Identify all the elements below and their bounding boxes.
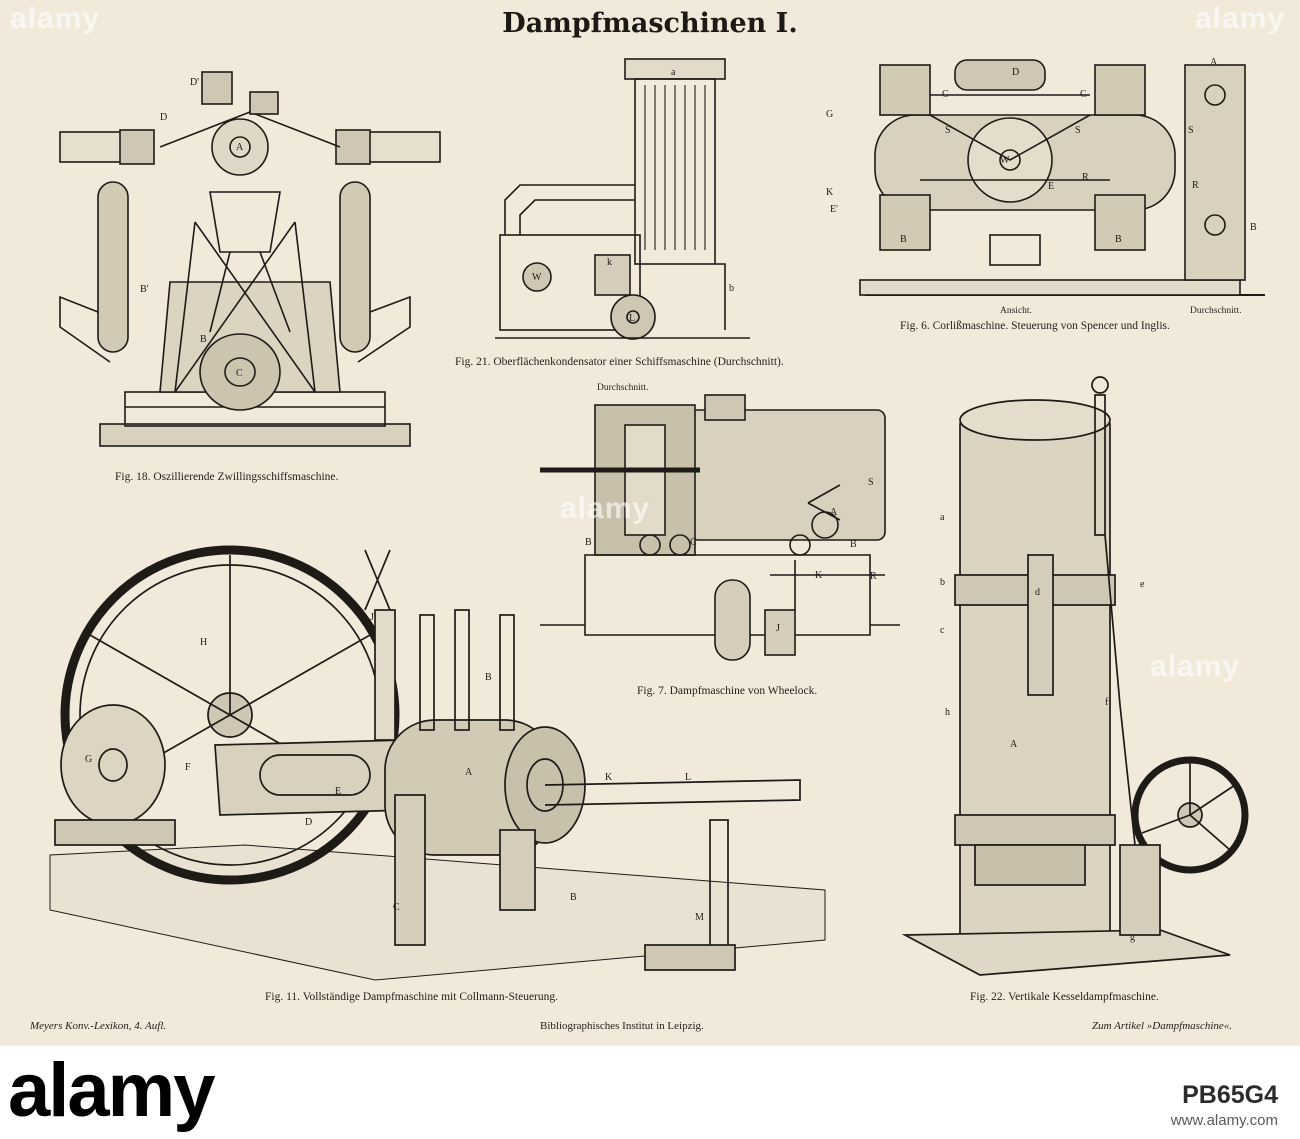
fig21-label-w: W	[532, 272, 542, 283]
fig6-label-e-prime: E'	[830, 204, 838, 215]
figure-11-collmann-engine: H J B G F E D A K L C B M	[49, 545, 826, 981]
fig11-label-k: K	[605, 772, 613, 783]
stock-image-id: PB65G4	[1182, 1081, 1278, 1109]
fig22-label-a: a	[940, 512, 945, 523]
figure-6-corliss-engine: G C D C S S W K E R E' B B A S R B	[826, 57, 1265, 296]
fig6-label-c-left: C	[942, 89, 949, 100]
fig18-label-b-prime: B'	[140, 284, 149, 295]
fig22-label-f: f	[1105, 697, 1109, 708]
fig18-label-b: B	[200, 334, 207, 345]
fig11-label-h: H	[200, 637, 207, 648]
fig22-label-e: e	[1140, 579, 1145, 590]
fig11-label-m: M	[695, 912, 704, 923]
fig11-label-b-top: B	[485, 672, 492, 683]
fig11-caption: Fig. 11. Vollständige Dampfmaschine mit …	[265, 991, 559, 1003]
fig21-label-b: b	[729, 283, 734, 294]
fig6-label-s-left: S	[945, 125, 951, 136]
fig7-label-r: R	[870, 571, 877, 582]
engraving-plate: Dampfmaschinen I.	[0, 0, 1300, 1046]
fig7-label-j: J	[776, 623, 780, 634]
fig21-label-l: L	[629, 313, 635, 324]
fig11-label-d: D	[305, 817, 312, 828]
fig6-label-b-right: B	[1115, 234, 1122, 245]
fig7-label-c: C	[690, 537, 697, 548]
fig21-label-a: a	[671, 67, 676, 78]
fig7-label-k: K	[815, 570, 823, 581]
fig11-label-e: E	[335, 786, 341, 797]
watermark-right: alamy	[1150, 650, 1241, 683]
alamy-logo: alamy	[8, 1048, 215, 1133]
fig6-label-c-right: C	[1080, 89, 1087, 100]
fig18-label-c: C	[236, 368, 243, 379]
fig11-label-b-bottom: B	[570, 892, 577, 903]
fig6-label-b-left: B	[900, 234, 907, 245]
figure-21-surface-condenser: a k W L b	[495, 58, 750, 340]
stock-url[interactable]: www.alamy.com	[1170, 1112, 1278, 1129]
fig18-label-d: D	[160, 112, 167, 123]
fig11-label-l: L	[685, 772, 691, 783]
fig11-label-f: F	[185, 762, 191, 773]
fig7-sub-durchschnitt: Durchschnitt.	[597, 383, 649, 393]
fig18-caption: Fig. 18. Oszillierende Zwillingsschiffsm…	[115, 471, 339, 483]
fig6-label-s-right: S	[1075, 125, 1081, 136]
fig21-caption: Fig. 21. Oberflächenkondensator einer Sc…	[455, 356, 784, 368]
fig18-label-d-prime: D'	[190, 77, 199, 88]
fig22-caption: Fig. 22. Vertikale Kesseldampfmaschine.	[970, 991, 1159, 1003]
watermark-top-left: alamy	[10, 2, 101, 35]
fig6-label-a: A	[1210, 57, 1218, 68]
fig11-label-j: J	[370, 612, 374, 623]
fig22-label-b: b	[940, 577, 945, 588]
fig6-sub-durchschnitt: Durchschnitt.	[1190, 306, 1242, 316]
fig11-label-c: C	[393, 902, 400, 913]
fig6-label-e: E	[1048, 181, 1054, 192]
footer-article-ref: Zum Artikel »Dampfmaschine«.	[1092, 1020, 1233, 1032]
fig6-label-g: G	[826, 109, 833, 120]
fig21-label-k: k	[607, 257, 612, 268]
footer-publisher-center: Bibliographisches Institut in Leipzig.	[540, 1020, 704, 1032]
fig7-label-b-left: B	[585, 537, 592, 548]
fig22-label-a-upper: A	[1010, 739, 1018, 750]
fig6-label-b-section: B	[1250, 222, 1257, 233]
fig22-label-c: c	[940, 625, 945, 636]
fig6-sub-ansicht: Ansicht.	[1000, 306, 1032, 316]
fig22-label-g: g	[1130, 932, 1135, 943]
figure-7-wheelock-engine: S A B B C K R J	[540, 394, 900, 661]
fig7-label-a: A	[830, 507, 838, 518]
fig7-caption: Fig. 7. Dampfmaschine von Wheelock.	[637, 685, 818, 697]
figure-22-vertical-boiler-engine: a b c d e h f A g	[901, 376, 1249, 976]
footer-publisher-left: Meyers Konv.-Lexikon, 4. Aufl.	[30, 1020, 167, 1032]
fig6-label-r: R	[1082, 172, 1089, 183]
fig11-label-g: G	[85, 754, 92, 765]
figure-18-oscillating-engine: D' D A B' B C	[59, 71, 441, 447]
fig11-label-a: A	[465, 767, 473, 778]
fig6-label-s-section: S	[1188, 125, 1194, 136]
fig18-label-a: A	[236, 142, 244, 153]
fig6-label-r-section: R	[1192, 180, 1199, 191]
fig6-caption: Fig. 6. Corlißmaschine. Steuerung von Sp…	[900, 320, 1170, 332]
fig6-label-w: W	[1000, 155, 1010, 166]
fig7-label-b-right: B	[850, 539, 857, 550]
fig22-label-d: d	[1035, 587, 1040, 598]
fig7-label-s: S	[868, 477, 874, 488]
watermark-center: alamy	[560, 492, 651, 525]
fig22-label-h: h	[945, 707, 950, 718]
fig6-label-d: D	[1012, 67, 1019, 78]
fig6-label-k: K	[826, 187, 834, 198]
stock-footer-bar	[0, 1046, 1300, 1139]
watermark-top-right: alamy	[1195, 2, 1286, 35]
plate-title: Dampfmaschinen I.	[502, 8, 798, 39]
